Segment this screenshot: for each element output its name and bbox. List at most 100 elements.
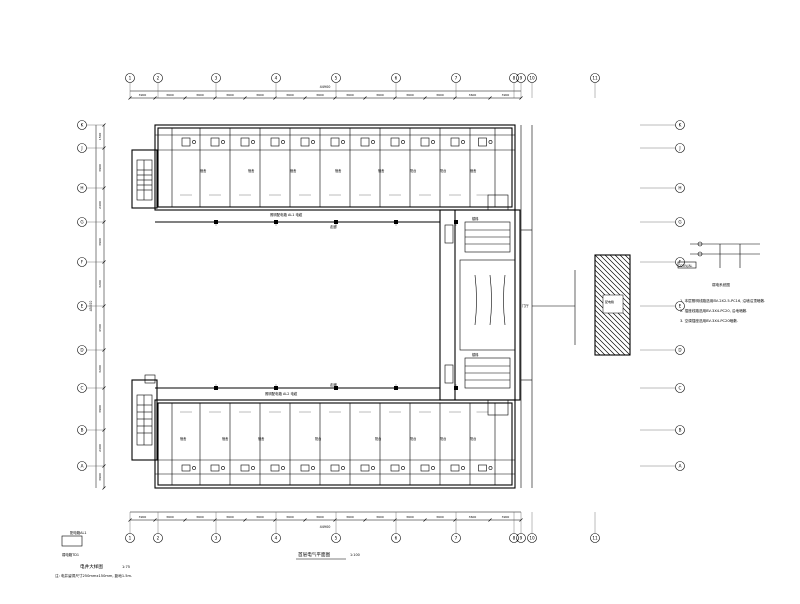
- axis-label: J: [80, 146, 82, 151]
- room-label: 宿舍: [290, 168, 297, 173]
- axis-gridlines: [214, 220, 458, 390]
- south-distribution-label: 照明配电箱 AL2 电缆: [265, 391, 298, 396]
- axis-label: C: [679, 386, 682, 391]
- light-point: [371, 140, 375, 144]
- top-dim-value: 3600: [436, 93, 444, 97]
- hatch-line: [594, 254, 631, 291]
- hatch-line: [594, 329, 621, 356]
- left-dim-value: 1500: [98, 133, 102, 141]
- hatch-line: [594, 309, 631, 346]
- wc-fixture: [330, 464, 340, 472]
- bottom-dim-value: 3600: [316, 515, 324, 519]
- left-dimension-group: 45000 1500390024003900320045003200390024…: [89, 123, 106, 490]
- light-point: [431, 466, 435, 470]
- axis-label: B: [81, 428, 84, 433]
- dim-tick: [423, 96, 427, 100]
- hatch-line: [594, 319, 631, 356]
- wc-fixture: [390, 137, 400, 147]
- light-point: [488, 140, 493, 144]
- axis-label: F: [81, 260, 84, 265]
- south-wing: 宿舍宿舍宿舍阳台阳台阳台阳台阳台 照明配电箱 AL2 电缆 走廊: [154, 382, 516, 489]
- hatch-line: [599, 254, 631, 286]
- hatch-line: [604, 254, 631, 281]
- room-label: 宿舍: [470, 168, 477, 173]
- dim-tick: [153, 518, 157, 522]
- wc-fixture: [181, 137, 191, 147]
- bottom-dim-value: 3600: [376, 515, 384, 519]
- axis-label: 7: [455, 76, 458, 81]
- wc-fixture: [300, 137, 310, 147]
- hatch-line: [619, 254, 631, 266]
- central-core: 门厅 楼梯 楼梯: [439, 194, 529, 416]
- top-dim-value: 3600: [406, 93, 414, 97]
- hatch-line: [594, 304, 631, 341]
- wc-fixture: [270, 464, 280, 472]
- dim-tick: [303, 96, 307, 100]
- south-corridor-label: 走廊: [330, 382, 337, 387]
- axis-label: 10: [529, 536, 535, 541]
- room-label: 宿舍: [222, 436, 229, 441]
- wc-fixture: [420, 137, 430, 147]
- note-line-1: 1. 本层照明线路选用BV-2X2.5-PC16, 沿墙沿顶暗敷.: [680, 298, 765, 303]
- dim-tick: [363, 518, 367, 522]
- room-label: 阳台: [440, 168, 446, 173]
- axis-label: E: [81, 304, 84, 309]
- room-label: 阳台: [470, 436, 476, 441]
- left-dim-value: 3900: [98, 164, 102, 172]
- wc-fixture: [360, 137, 370, 147]
- core-stair-label-s: 楼梯: [472, 352, 479, 357]
- detail-note: 注: 电井留洞尺寸250mmx150mm, 距地1.5m.: [55, 573, 132, 578]
- light-point: [281, 140, 285, 144]
- axis-label: K: [679, 123, 682, 128]
- dim-tick: [243, 96, 247, 100]
- bottom-dim-value: 3600: [226, 515, 234, 519]
- dim-tick: [153, 96, 157, 100]
- wc-fixture: [478, 464, 487, 472]
- axis-label: D: [678, 348, 681, 353]
- room-label: 宿舍: [258, 436, 265, 441]
- note-line-3: 3. 空调插座选用BV-3X4-PC20暗敷.: [680, 318, 738, 323]
- panel-label: 配电箱: [605, 299, 614, 304]
- axis-label: A: [81, 464, 84, 469]
- wc-fixture: [300, 464, 310, 472]
- wc-fixture: [240, 464, 250, 472]
- axis-label: 4: [275, 536, 278, 541]
- light-point: [251, 140, 255, 144]
- room-label: 宿舍: [180, 436, 187, 441]
- dim-tick: [423, 518, 427, 522]
- bottom-dim-value: 3600: [286, 515, 294, 519]
- axis-label: 6: [395, 536, 398, 541]
- light-point: [488, 466, 493, 470]
- top-dim-value: 3900: [502, 93, 510, 97]
- wc-fixture: [478, 137, 487, 147]
- axis-label: D: [80, 348, 83, 353]
- light-point: [192, 140, 196, 144]
- axis-label: 6: [395, 76, 398, 81]
- room-label: 阳台: [315, 436, 321, 441]
- dim-tick: [303, 518, 307, 522]
- hatch-line: [594, 269, 631, 306]
- core-stair-label-n: 楼梯: [472, 216, 479, 221]
- light-point: [311, 466, 315, 470]
- wc-fixture: [210, 464, 220, 472]
- room-label: 宿舍: [200, 168, 207, 173]
- left-block-2: 弱电箱TD1: [62, 552, 79, 557]
- top-dim-value: 3600: [286, 93, 294, 97]
- left-dim-value: 2400: [98, 201, 102, 209]
- left-dim-value: 3900: [98, 238, 102, 246]
- axis-label: 3: [215, 76, 218, 81]
- top-dim-value: 3600: [316, 93, 324, 97]
- wc-fixture: [360, 464, 370, 472]
- hatch-line: [614, 254, 631, 271]
- east-frame: [520, 125, 576, 488]
- light-point: [221, 466, 225, 470]
- hatch-line: [594, 334, 616, 356]
- room-label: 阳台: [375, 436, 381, 441]
- axis-label: 5: [335, 76, 338, 81]
- wc-fixture: [330, 137, 340, 147]
- axis-label: 1: [129, 536, 132, 541]
- left-dim-value: 3200: [98, 280, 102, 288]
